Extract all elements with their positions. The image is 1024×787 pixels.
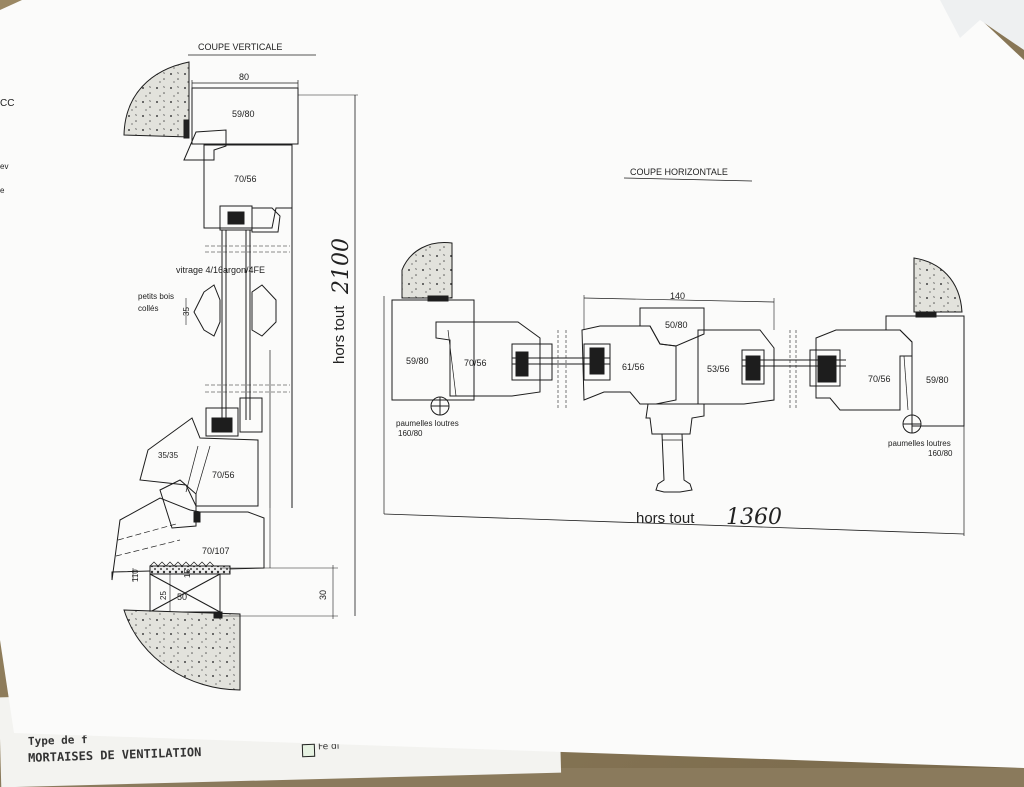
label-35-35: 35/35: [158, 451, 179, 460]
label-59-80: 59/80: [232, 109, 255, 119]
dim-15: 15: [183, 569, 192, 578]
dim-80: 80: [239, 72, 249, 82]
dim-140: 140: [670, 291, 685, 301]
vertical-section: [111, 54, 358, 691]
hinge-left-label-1: paumelles loutres: [396, 419, 459, 428]
label-70-56-left: 70/56: [464, 358, 487, 368]
label-70-56-bottom: 70/56: [212, 470, 235, 480]
horizontal-section: [383, 177, 965, 536]
vertical-section-title: COUPE VERTICALE: [198, 42, 282, 52]
label-53-56: 53/56: [707, 364, 730, 374]
overall-width-value: 1360: [726, 505, 782, 530]
glazing-label: vitrage 4/16argon/4FE: [176, 265, 265, 275]
label-50-80: 50/80: [665, 320, 688, 330]
hinge-right-label-2: 160/80: [928, 449, 953, 458]
label-70-56-right: 70/56: [868, 374, 891, 384]
dim-35: 35: [182, 307, 191, 316]
margin-text-e: e: [0, 186, 5, 195]
glued-bars-label-2: collés: [138, 304, 158, 313]
overall-width-label: hors tout: [636, 510, 695, 527]
lintel-stone: [123, 61, 190, 138]
label-70-107: 70/107: [202, 546, 230, 556]
label-61-56: 61/56: [622, 362, 645, 372]
label-59-80-left: 59/80: [406, 356, 429, 366]
hinge-right-label-1: paumelles loutres: [888, 439, 951, 448]
glued-bars-label-1: petits bois: [138, 292, 174, 301]
dim-30: 30: [318, 590, 328, 600]
dim-25: 25: [159, 591, 168, 600]
floor-stone: [123, 609, 241, 691]
paper-sheet: [0, 0, 1024, 768]
label-70-56-top: 70/56: [234, 174, 257, 184]
technical-drawing: COUPE VERTICALE 80 59/80 70/56 vitrage 4…: [0, 0, 1024, 768]
overall-height-label: hors tout: [331, 305, 348, 364]
label-59-80-right: 59/80: [926, 375, 949, 385]
overall-height-value: 2100: [329, 238, 354, 295]
paper-corner: [800, 0, 1024, 50]
margin-text-ev: ev: [0, 162, 9, 171]
hinge-left-label-2: 160/80: [398, 429, 423, 438]
dim-110: 110: [131, 569, 140, 582]
dim-50: 50: [177, 592, 187, 602]
horizontal-section-title: COUPE HORIZONTALE: [630, 167, 728, 177]
margin-text-cc: CC: [0, 98, 15, 109]
